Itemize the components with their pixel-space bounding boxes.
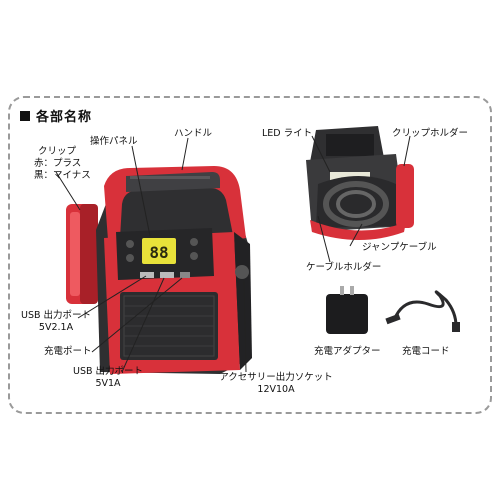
usb-port-2: [160, 272, 174, 278]
jump-cable-label: ジャンプケーブル: [362, 242, 437, 253]
leader-lines: [55, 135, 411, 373]
square-bullet-icon: [20, 110, 30, 121]
handle-label: ハンドル: [174, 128, 213, 139]
charge-port-label: 充電ポート: [44, 346, 92, 357]
red-clip: [66, 204, 98, 304]
charge-adapter-image: [326, 286, 368, 334]
cable-holder-label: ケーブルホルダー: [306, 262, 382, 273]
accessory-socket-spec-label: 12V10A: [257, 384, 295, 395]
lcd-readout: 88: [149, 243, 168, 262]
charge-cord-image: [385, 290, 460, 332]
charge-port-slot: [180, 272, 190, 278]
speaker-grille: [120, 292, 218, 360]
charge-cord-label: 充電コード: [402, 346, 450, 357]
usb-port-2-spec-label: 5V1A: [95, 378, 121, 389]
usb-port-2-name-label: USB 出力ポート: [72, 366, 144, 377]
clip-red-label: 赤：プラス: [34, 158, 82, 169]
charge-adapter-label: 充電アダプター: [314, 346, 381, 357]
accessory-socket: [235, 265, 249, 279]
clip-holder-clip: [396, 164, 414, 228]
section-title: 各部名称: [36, 110, 93, 125]
usb-port-1-spec-label: 5V2.1A: [38, 322, 74, 333]
clip-black-label: 黒：マイナス: [34, 170, 91, 181]
usb-port-1: [140, 272, 154, 278]
led-light-label: LED ライト: [262, 128, 313, 139]
section-frame: [8, 96, 492, 414]
clip-holder-label: クリップホルダー: [392, 128, 469, 139]
jump-starter-front: 88: [66, 166, 252, 374]
lcd-screen: [142, 238, 176, 264]
section-header: 各部名称: [20, 106, 92, 125]
jump-starter-back: [306, 126, 414, 240]
usb-port-1-name-label: USB 出力ポート: [20, 310, 92, 321]
clip-title-label: クリップ: [38, 146, 77, 157]
coiled-cable: [323, 181, 389, 227]
accessory-socket-name-label: アクセサリー出力ソケット: [219, 372, 333, 383]
control-panel-label: 操作パネル: [90, 136, 138, 147]
